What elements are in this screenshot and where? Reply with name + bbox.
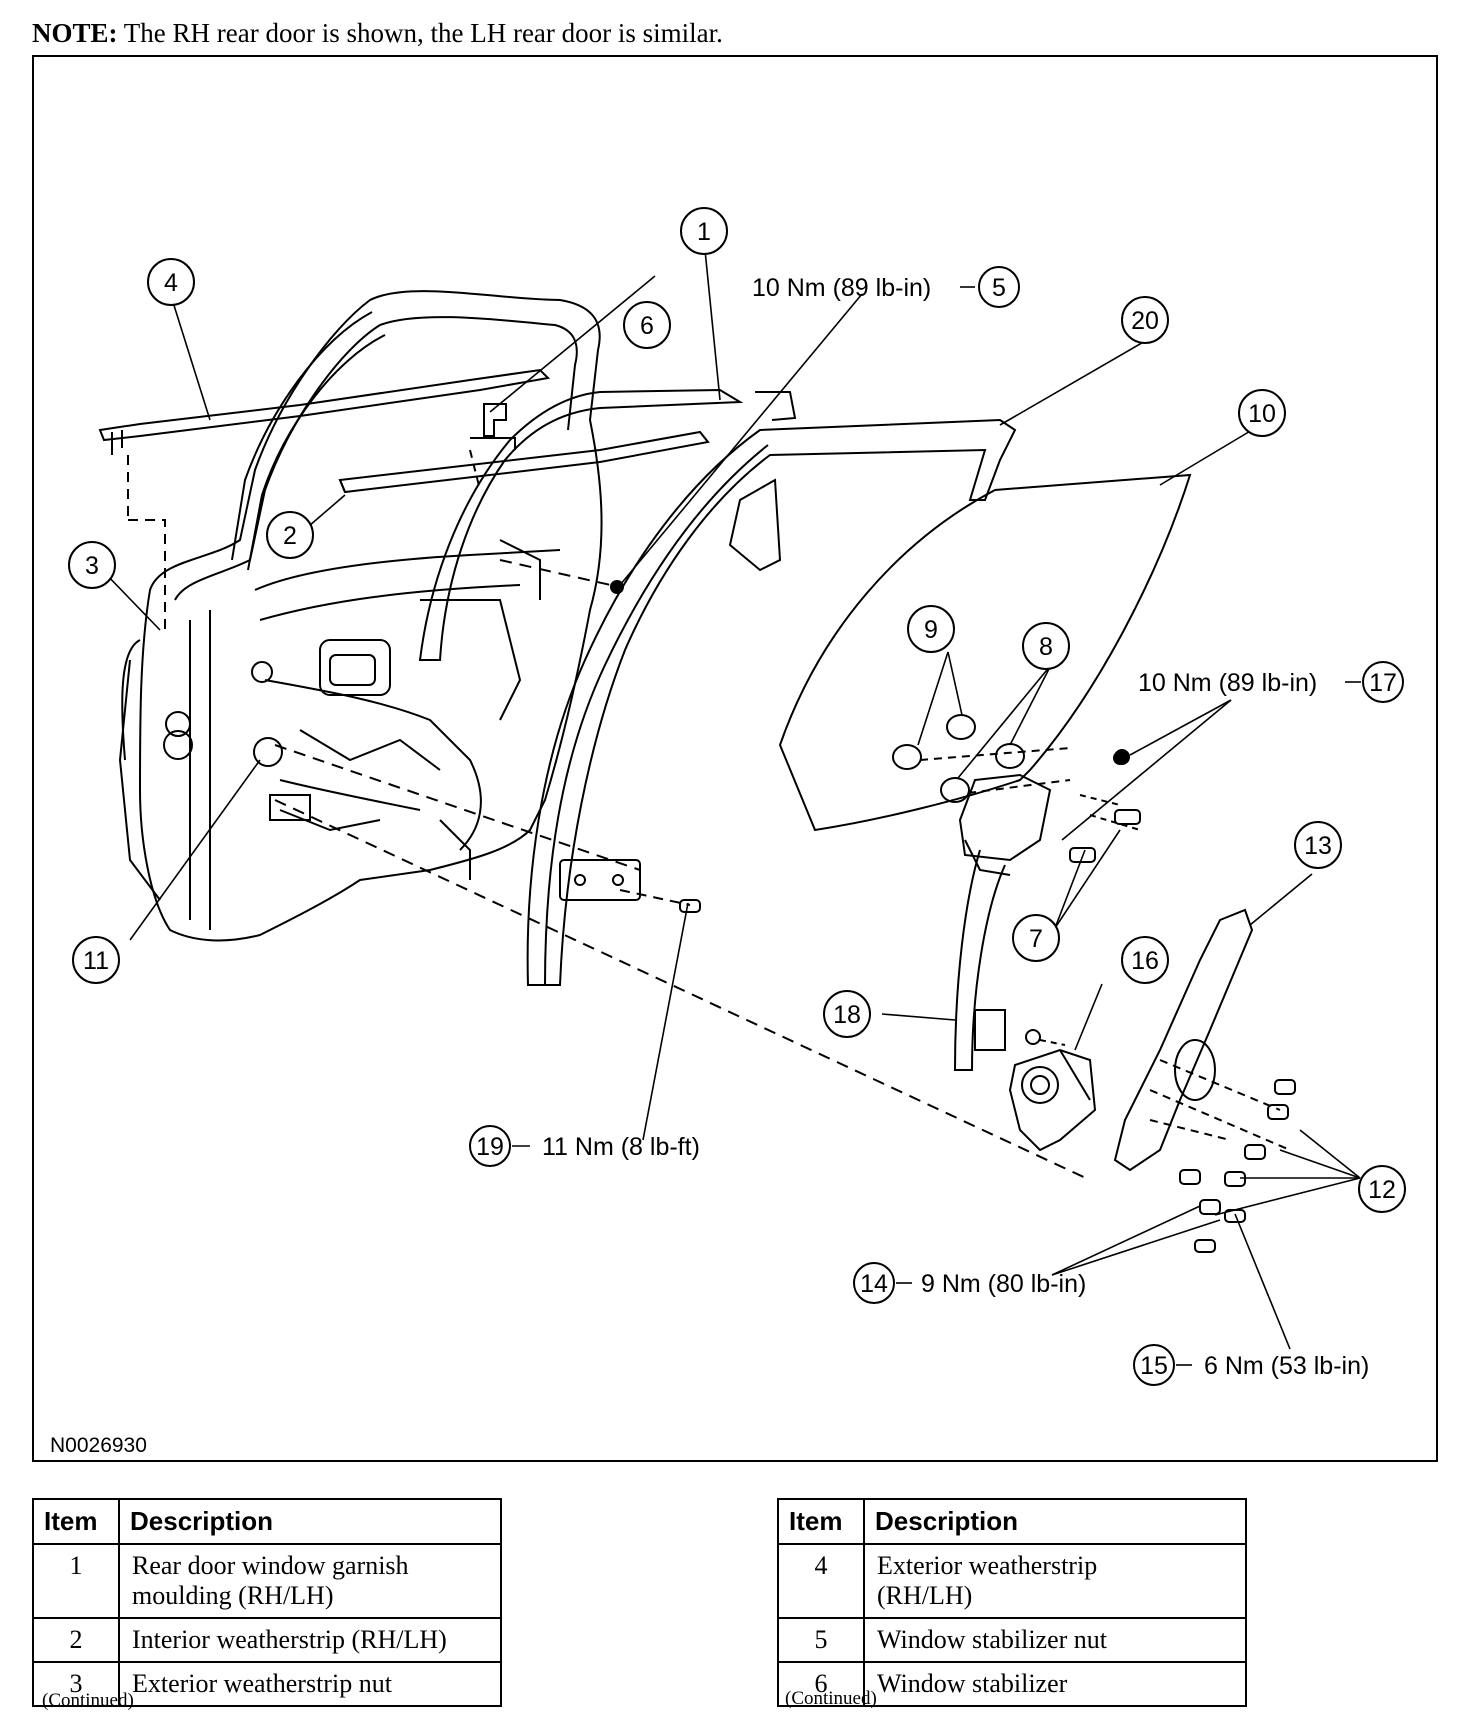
item-description: Interior weatherstrip (RH/LH)	[118, 1617, 502, 1663]
callout-9: 9	[924, 616, 938, 644]
header-item: Item	[32, 1498, 120, 1545]
header-item: Item	[777, 1498, 865, 1545]
description-line: moulding (RH/LH)	[132, 1581, 334, 1610]
table-header: Item Description	[777, 1498, 1247, 1545]
garnish-moulding	[418, 388, 797, 661]
callout-6: 6	[640, 312, 654, 340]
figure-id: N0026930	[50, 1434, 147, 1457]
callout-14: 14	[860, 1270, 888, 1298]
continued-left: (Continued)	[42, 1690, 134, 1711]
item-number: 2	[32, 1617, 120, 1663]
torque-spec-5: 10 Nm (89 lb-in)	[752, 274, 931, 302]
door-glass	[778, 473, 1192, 832]
item-number: 1	[32, 1543, 120, 1619]
fasteners	[610, 580, 1246, 1253]
door-inner-panel	[118, 290, 603, 942]
torque-spec-19: 11 Nm (8 lb-ft)	[542, 1133, 700, 1161]
item-description: Window stabilizer	[863, 1661, 1247, 1707]
leader-lines	[101, 249, 1361, 1350]
table-row: 2 Interior weatherstrip (RH/LH)	[32, 1617, 502, 1663]
legend-table-left: Item Description 1 Rear door window garn…	[32, 1498, 502, 1707]
callout-15: 15	[1140, 1352, 1168, 1380]
callout-16: 16	[1131, 947, 1159, 975]
exterior-weatherstrip	[98, 368, 551, 630]
callout-1: 1	[697, 218, 711, 246]
table-row: 4 Exterior weatherstrip (RH/LH)	[777, 1543, 1247, 1619]
torque-specs: 10 Nm (89 lb-in) 10 Nm (89 lb-in) 11 Nm …	[512, 274, 1369, 1380]
callout-8: 8	[1039, 633, 1053, 661]
callout-4: 4	[164, 269, 178, 297]
callout-7: 7	[1029, 925, 1043, 953]
callout-11: 11	[83, 947, 109, 975]
item-number: 5	[777, 1617, 865, 1663]
item-number: 3	[32, 1661, 120, 1707]
note: NOTE: The RH rear door is shown, the LH …	[32, 18, 723, 49]
item-number: 6	[777, 1661, 865, 1707]
window-regulator	[953, 751, 1141, 1071]
description-line: (RH/LH)	[877, 1581, 973, 1610]
item-description: Exterior weatherstrip nut	[118, 1661, 502, 1707]
table-row: 6 Window stabilizer	[777, 1661, 1247, 1707]
note-text: The RH rear door is shown, the LH rear d…	[123, 18, 723, 48]
item-description: Exterior weatherstrip (RH/LH)	[863, 1543, 1247, 1619]
table-header: Item Description	[32, 1498, 502, 1545]
window-motor	[1008, 1048, 1097, 1152]
callout-19: 19	[476, 1133, 504, 1161]
description-line: Rear door window garnish	[132, 1551, 409, 1580]
table-row: 3 Exterior weatherstrip nut	[32, 1661, 502, 1707]
header-description: Description	[118, 1498, 502, 1545]
torque-spec-15: 6 Nm (53 lb-in)	[1204, 1352, 1369, 1380]
table-row: 5 Window stabilizer nut	[777, 1617, 1247, 1663]
callouts	[68, 207, 1406, 1386]
table-row: 1 Rear door window garnish moulding (RH/…	[32, 1543, 502, 1619]
callout-12: 12	[1368, 1176, 1396, 1204]
item-number: 4	[777, 1543, 865, 1619]
callout-13: 13	[1304, 832, 1332, 860]
callout-18: 18	[833, 1001, 861, 1029]
glass-bushings	[892, 714, 1071, 803]
regulator-bracket	[1113, 908, 1296, 1215]
callout-3: 3	[85, 552, 99, 580]
item-description: Rear door window garnish moulding (RH/LH…	[118, 1543, 502, 1619]
callout-5: 5	[992, 274, 1006, 302]
callout-20: 20	[1131, 307, 1159, 335]
torque-spec-14: 9 Nm (80 lb-in)	[921, 1270, 1086, 1298]
callout-17: 17	[1369, 669, 1397, 697]
header-description: Description	[863, 1498, 1247, 1545]
callout-10: 10	[1248, 400, 1276, 428]
callout-numbers: 1 2 3 4 5 6 7 8 9 10 11 12 13 14 15 16 1…	[83, 218, 1397, 1380]
legend-table-right: Item Description 4 Exterior weatherstrip…	[777, 1498, 1247, 1707]
glass-run-channel	[526, 418, 1017, 986]
interior-weatherstrip	[338, 430, 710, 494]
diagram-frame	[32, 55, 1438, 1462]
continued-right: (Continued)	[785, 1688, 877, 1709]
item-description: Window stabilizer nut	[863, 1617, 1247, 1663]
alignment-lines	[274, 559, 1091, 1181]
torque-spec-17: 10 Nm (89 lb-in)	[1138, 669, 1317, 697]
callout-2: 2	[283, 522, 297, 550]
description-line: Exterior weatherstrip	[877, 1551, 1098, 1580]
note-label: NOTE:	[32, 18, 118, 48]
